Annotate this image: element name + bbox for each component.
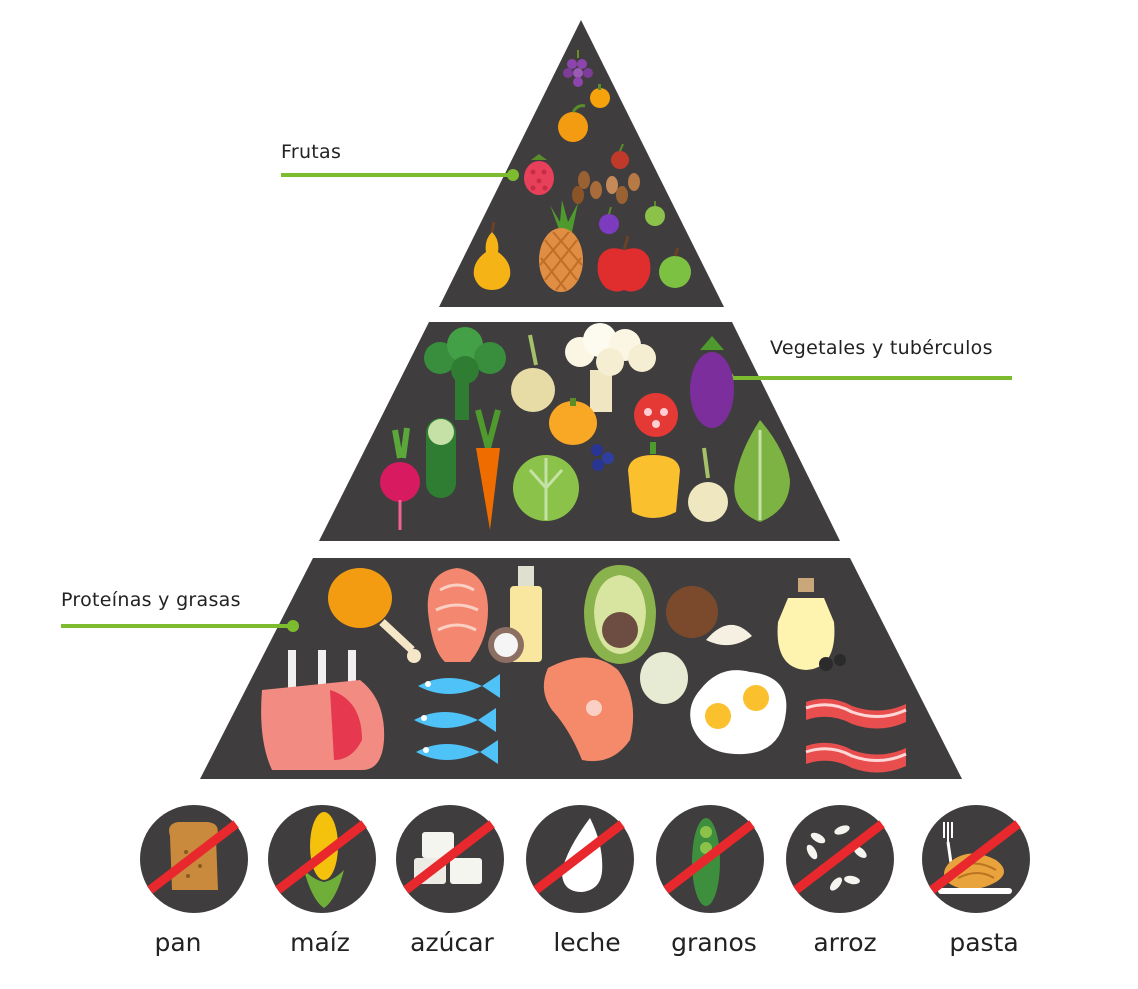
forbidden-sugar bbox=[396, 805, 504, 913]
label-maiz: maíz bbox=[290, 928, 350, 957]
label-pan: pan bbox=[154, 928, 202, 957]
kale-icon bbox=[734, 420, 790, 522]
forbidden-grains bbox=[656, 805, 764, 913]
radish-icon bbox=[380, 427, 420, 530]
avocado-icon bbox=[584, 565, 656, 664]
coconut-whole-icon bbox=[666, 586, 752, 646]
label-granos: granos bbox=[671, 928, 757, 957]
pasta-icon bbox=[938, 822, 1012, 894]
garlic-icon bbox=[688, 447, 728, 522]
plum-icon bbox=[599, 206, 619, 234]
onion-icon bbox=[511, 334, 555, 412]
pepper-icon bbox=[628, 442, 680, 518]
apple-icon bbox=[597, 235, 651, 292]
olive-oil-jar-icon bbox=[777, 578, 846, 671]
leader-proteinas bbox=[61, 620, 299, 632]
bacon-icon bbox=[805, 698, 907, 773]
cherry-icon bbox=[611, 143, 629, 169]
green-apple-icon bbox=[659, 247, 691, 288]
egg-icon bbox=[640, 652, 688, 704]
lamb-rack-icon bbox=[261, 650, 385, 770]
cucumber-icon bbox=[426, 418, 456, 498]
leader-frutas bbox=[281, 169, 519, 181]
carrot-icon bbox=[475, 409, 501, 530]
layer-label-proteinas: Proteínas y grasas bbox=[61, 589, 241, 611]
tomato-icon bbox=[634, 393, 678, 437]
pyramid-top-layer bbox=[439, 20, 724, 307]
blueberries-icon bbox=[591, 444, 614, 471]
almonds-icon bbox=[572, 171, 640, 204]
layer-label-frutas: Frutas bbox=[281, 141, 342, 163]
pear-icon bbox=[473, 221, 511, 290]
pumpkin-icon bbox=[549, 398, 597, 445]
forbidden-bread bbox=[140, 805, 248, 913]
lettuce-icon bbox=[513, 455, 579, 521]
layer-label-vegetales: Vegetales y tubérculos bbox=[770, 337, 993, 359]
chicken-leg-icon bbox=[328, 568, 421, 663]
peach-icon bbox=[558, 104, 588, 142]
pineapple-icon bbox=[539, 200, 583, 292]
forbidden-milk bbox=[526, 805, 634, 913]
fried-eggs-icon bbox=[690, 670, 787, 755]
cauliflower-icon bbox=[565, 323, 656, 412]
forbidden-pasta bbox=[922, 805, 1030, 913]
orange-icon bbox=[590, 84, 610, 108]
salmon-steak-icon bbox=[427, 568, 488, 662]
label-azucar: azúcar bbox=[410, 928, 494, 957]
leader-vegetales bbox=[722, 372, 1012, 384]
coconut-icon bbox=[488, 627, 524, 663]
label-leche: leche bbox=[553, 928, 621, 957]
forbidden-rice bbox=[786, 805, 894, 913]
eggplant-icon bbox=[690, 336, 734, 428]
grapes-icon bbox=[563, 50, 593, 87]
label-arroz: arroz bbox=[813, 928, 877, 957]
label-pasta: pasta bbox=[949, 928, 1019, 957]
lime-icon bbox=[645, 201, 665, 226]
raspberry-icon bbox=[524, 154, 554, 195]
broccoli-icon bbox=[424, 327, 506, 420]
salmon-fillet-icon bbox=[543, 657, 634, 762]
fish-icon bbox=[414, 674, 500, 764]
forbidden-corn bbox=[268, 805, 376, 913]
